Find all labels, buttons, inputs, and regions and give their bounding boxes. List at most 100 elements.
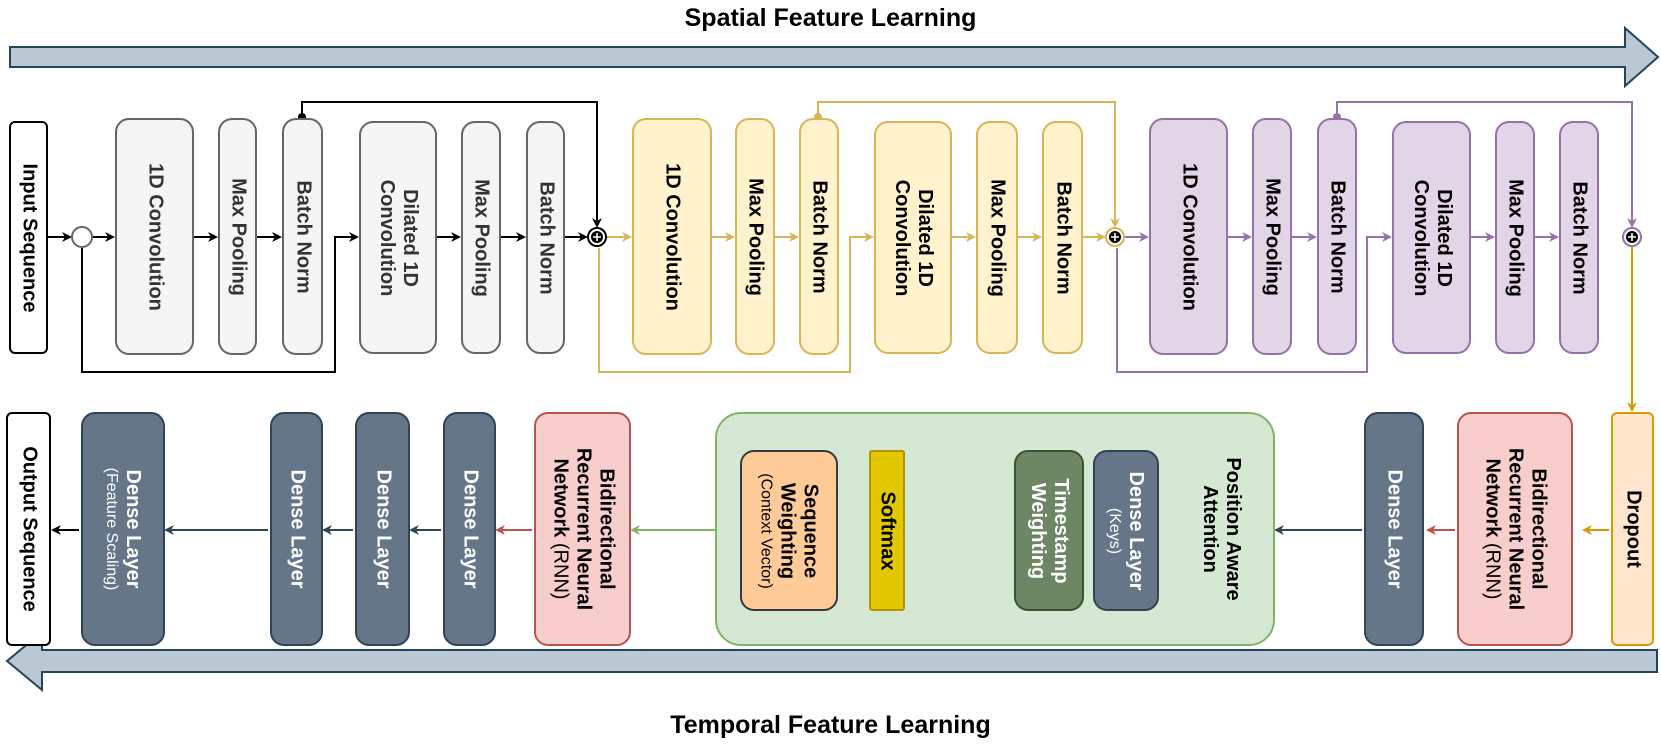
layer-label: 1D Convolution xyxy=(144,162,166,311)
layer-label: Bidirectional Recurrent Neural Network (… xyxy=(1481,448,1550,610)
yellow-max-pooling-1: Max Pooling xyxy=(735,118,775,355)
gray-dilated-1d-convolution: Dilated 1D Convolution xyxy=(359,121,437,354)
input-split-node xyxy=(71,226,93,248)
layer-label: Max Pooling xyxy=(744,177,767,296)
purple-1d-convolution: 1D Convolution xyxy=(1149,118,1228,355)
gray-batch-norm-2: Batch Norm xyxy=(526,121,565,354)
layer-label: Batch Norm xyxy=(292,179,314,294)
layer-label: Dense Layer (Feature Scaling) xyxy=(102,468,144,591)
temporal-direction-arrow xyxy=(5,629,1658,693)
layer-label: Dropout xyxy=(1622,490,1644,568)
label-line: Bidirectional xyxy=(595,468,617,590)
label-line: Dilated 1D xyxy=(399,188,421,287)
label-line: Recurrent Neural xyxy=(572,447,594,611)
layer-label: Batch Norm xyxy=(1052,180,1074,295)
label-line: Attention xyxy=(1199,485,1221,573)
label-line: Timestamp xyxy=(1050,477,1072,584)
layer-label: Max Pooling xyxy=(470,178,493,297)
softmax-layer: Softmax xyxy=(869,450,905,611)
layer-label: Dilated 1D Convolution xyxy=(890,179,936,296)
label-line: Bidirectional xyxy=(1527,468,1550,590)
timestamp-weighting: Timestamp Weighting xyxy=(1014,450,1084,611)
dense-layer-3: Dense Layer xyxy=(443,412,496,646)
dense-layer-feature-scaling: Dense Layer (Feature Scaling) xyxy=(81,412,165,646)
label-line: Network (RNN) xyxy=(548,448,571,610)
label-note: (Keys) xyxy=(1106,507,1123,554)
layer-label: Batch Norm xyxy=(808,179,831,294)
layer-label: Dense Layer (Keys) xyxy=(1105,471,1147,590)
layer-label: Dilated 1D Convolution xyxy=(375,179,421,296)
dense-layer-right: Dense Layer xyxy=(1364,412,1424,646)
purple-block-connectors xyxy=(1116,101,1637,373)
layer-label: Dense Layer xyxy=(459,469,481,589)
gray-batch-norm-1: Batch Norm xyxy=(282,118,323,355)
spatial-direction-arrow xyxy=(9,25,1660,89)
bidirectional-rnn-right: Bidirectional Recurrent Neural Network (… xyxy=(1457,412,1573,646)
gray-max-pooling-1: Max Pooling xyxy=(218,118,257,355)
label-part: (RNN) xyxy=(1481,537,1504,600)
label-note: (Feature Scaling) xyxy=(103,467,120,591)
purple-max-pooling-1: Max Pooling xyxy=(1252,118,1292,355)
layer-label: Max Pooling xyxy=(986,178,1009,297)
yellow-1d-convolution: 1D Convolution xyxy=(632,118,712,355)
label-part: Network xyxy=(549,458,571,538)
label-line: Sequence xyxy=(799,483,822,578)
residual-add-node xyxy=(1105,227,1125,247)
label-line: Position Aware xyxy=(1222,457,1244,601)
layer-label: 1D Convolution xyxy=(661,162,684,311)
yellow-batch-norm-1: Batch Norm xyxy=(799,118,839,355)
label-line: Convolution xyxy=(891,179,913,296)
label-note: (Context Vector) xyxy=(757,472,775,589)
output-sequence-label: Output Sequence xyxy=(18,446,40,612)
input-sequence-label: Input Sequence xyxy=(18,163,40,312)
spatial-feature-learning-title: Spatial Feature Learning xyxy=(684,4,977,32)
layer-label: Dilated 1D Convolution xyxy=(1409,179,1455,296)
yellow-block-connectors xyxy=(598,101,1120,373)
sequence-weighting: Sequence Weighting (Context Vector) xyxy=(740,450,838,611)
dense-layer-1: Dense Layer xyxy=(270,412,323,646)
layer-label: Batch Norm xyxy=(1326,179,1349,294)
gray-max-pooling-2: Max Pooling xyxy=(461,121,501,354)
yellow-dilated-1d-convolution: Dilated 1D Convolution xyxy=(874,121,952,354)
input-sequence-node: Input Sequence xyxy=(9,121,48,354)
purple-batch-norm-1: Batch Norm xyxy=(1317,118,1357,355)
layer-label: Max Pooling xyxy=(1504,178,1527,297)
bidirectional-rnn-left: Bidirectional Recurrent Neural Network (… xyxy=(534,412,631,646)
attention-title: Position Aware Attention xyxy=(1198,457,1244,600)
label-line: Weighting xyxy=(1027,482,1049,579)
layer-label: Dense Layer xyxy=(372,469,394,589)
purple-dilated-1d-convolution: Dilated 1D Convolution xyxy=(1392,121,1471,354)
yellow-batch-norm-2: Batch Norm xyxy=(1042,121,1083,354)
layer-label: Max Pooling xyxy=(227,177,249,296)
layer-label: Sequence Weighting (Context Vector) xyxy=(757,473,822,589)
label-part: (RNN) xyxy=(549,537,571,600)
label-line: Dilated 1D xyxy=(1432,188,1455,287)
label-part: Network xyxy=(1481,458,1504,538)
purple-max-pooling-2: Max Pooling xyxy=(1495,121,1535,354)
layer-label: 1D Convolution xyxy=(1178,162,1200,311)
output-sequence-node: Output Sequence xyxy=(6,412,51,646)
layer-label: Batch Norm xyxy=(535,180,557,295)
dense-layer-2: Dense Layer xyxy=(355,412,410,646)
dropout-layer: Dropout xyxy=(1611,412,1654,646)
dense-layer-keys: Dense Layer (Keys) xyxy=(1093,450,1159,611)
gray-1d-convolution: 1D Convolution xyxy=(115,118,194,355)
label-line: Recurrent Neural xyxy=(1504,447,1527,611)
layer-label: Dense Layer xyxy=(286,469,308,589)
layer-label: Dense Layer xyxy=(1383,469,1406,589)
residual-add-node xyxy=(587,227,607,247)
purple-batch-norm-2: Batch Norm xyxy=(1559,121,1599,354)
layer-label: Max Pooling xyxy=(1261,177,1284,296)
gray-block-connectors xyxy=(47,101,602,373)
temporal-feature-learning-title: Temporal Feature Learning xyxy=(670,711,991,739)
layer-label: Bidirectional Recurrent Neural Network (… xyxy=(548,448,617,610)
label-line: Dilated 1D xyxy=(914,188,936,287)
label-line: Convolution xyxy=(376,179,398,296)
label-line: Dense Layer xyxy=(122,469,144,589)
layer-label: Timestamp Weighting xyxy=(1026,478,1072,583)
yellow-max-pooling-2: Max Pooling xyxy=(976,121,1018,354)
label-line: Weighting xyxy=(776,482,799,579)
label-line: Network (RNN) xyxy=(1481,448,1504,610)
